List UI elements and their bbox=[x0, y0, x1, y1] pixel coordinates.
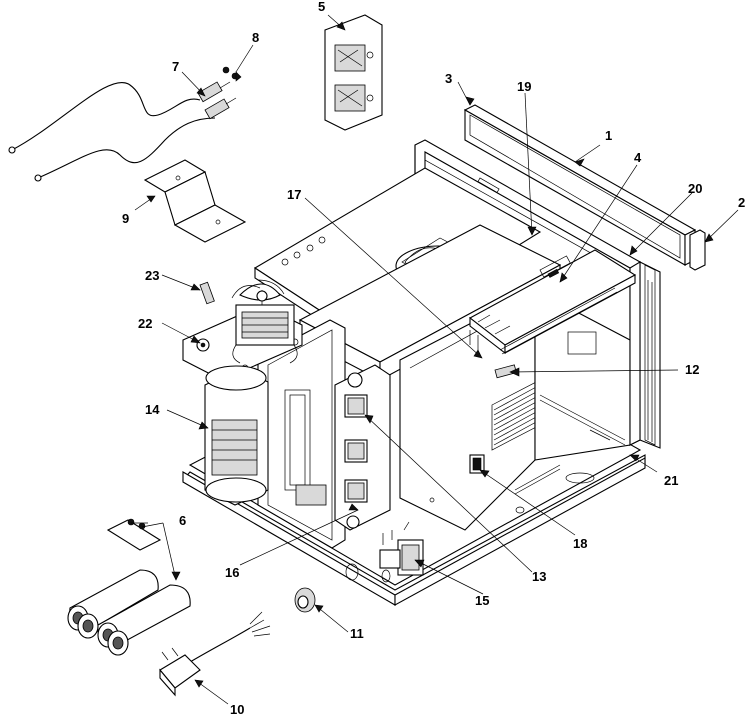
chassis bbox=[182, 139, 661, 606]
callout-23: 23 bbox=[145, 268, 159, 283]
callout-20: 20 bbox=[688, 181, 702, 196]
callout-18: 18 bbox=[573, 536, 587, 551]
callout-12: 12 bbox=[685, 362, 699, 377]
callout-7: 7 bbox=[172, 59, 179, 74]
fuse bbox=[199, 281, 215, 305]
callout-5: 5 bbox=[318, 0, 325, 14]
bracket bbox=[143, 159, 247, 243]
screws-and-plate bbox=[106, 518, 162, 551]
callout-21: 21 bbox=[664, 473, 678, 488]
callout-1: 1 bbox=[605, 128, 612, 143]
callout-17: 17 bbox=[287, 187, 301, 202]
callout-3: 3 bbox=[445, 71, 452, 86]
transformer bbox=[204, 365, 269, 506]
callout-15: 15 bbox=[475, 593, 489, 608]
callout-22: 22 bbox=[138, 316, 152, 331]
fan-motor bbox=[231, 279, 298, 364]
callout-4: 4 bbox=[634, 150, 642, 165]
end-cap bbox=[689, 229, 706, 271]
switch-plate bbox=[324, 14, 383, 131]
control-board bbox=[468, 249, 637, 355]
capacitors bbox=[67, 569, 191, 656]
control-panel-bar bbox=[463, 104, 697, 266]
callout-8: 8 bbox=[252, 30, 259, 45]
callout-10: 10 bbox=[230, 702, 244, 715]
callout-14: 14 bbox=[145, 402, 160, 417]
callout-16: 16 bbox=[225, 565, 239, 580]
callout-2: 2 bbox=[738, 195, 745, 210]
magnetron bbox=[379, 521, 424, 576]
callout-9: 9 bbox=[122, 211, 129, 226]
callout-13: 13 bbox=[532, 569, 546, 584]
power-plug bbox=[159, 611, 271, 697]
callout-11: 11 bbox=[350, 626, 364, 641]
callout-6: 6 bbox=[179, 513, 186, 528]
ferrite-core bbox=[294, 587, 316, 613]
power-cord-leads bbox=[8, 81, 237, 182]
arrowheads bbox=[146, 21, 714, 688]
callout-19: 19 bbox=[517, 79, 531, 94]
callout-labels: 1 2 3 4 5 6 7 8 9 10 11 12 13 14 15 16 1… bbox=[122, 0, 745, 717]
